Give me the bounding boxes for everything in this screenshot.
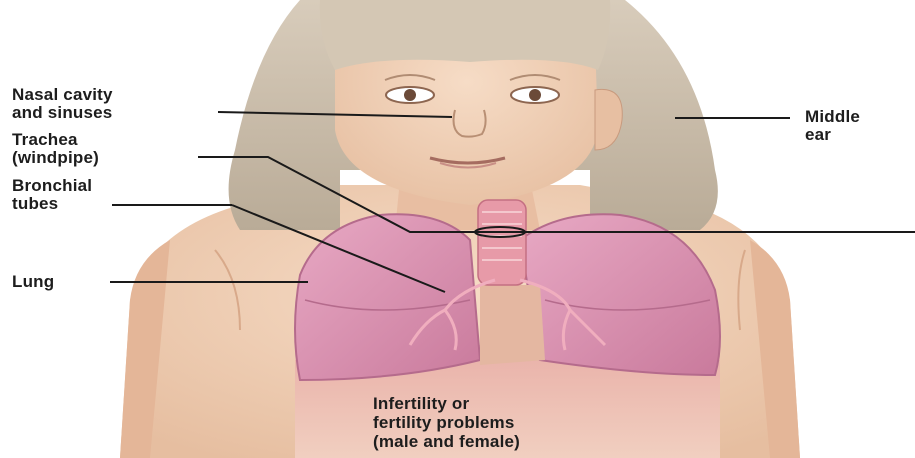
trachea-label-line2: (windpipe) xyxy=(12,149,99,167)
bronchial-label: Bronchial tubes xyxy=(12,177,92,213)
fertility-label-line2: fertility problems xyxy=(373,413,520,432)
trachea-label: Trachea (windpipe) xyxy=(12,131,99,167)
middle-ear-label-line2: ear xyxy=(805,126,860,144)
nasal-label: Nasal cavity and sinuses xyxy=(12,86,113,122)
nasal-label-line1: Nasal cavity xyxy=(12,86,113,104)
bronchial-label-line1: Bronchial xyxy=(12,177,92,195)
middle-ear-label: Middle ear xyxy=(805,108,860,144)
fertility-label-line3: (male and female) xyxy=(373,432,520,451)
trachea-label-line1: Trachea xyxy=(12,131,99,149)
nasal-label-line2: and sinuses xyxy=(12,104,113,122)
heart-region xyxy=(480,285,545,365)
middle-ear-label-line1: Middle xyxy=(805,108,860,126)
bangs xyxy=(320,0,610,70)
fertility-label: Infertility or fertility problems (male … xyxy=(373,394,520,451)
bronchial-label-line2: tubes xyxy=(12,195,92,213)
lung-label: Lung xyxy=(12,273,54,291)
fertility-label-line1: Infertility or xyxy=(373,394,520,413)
